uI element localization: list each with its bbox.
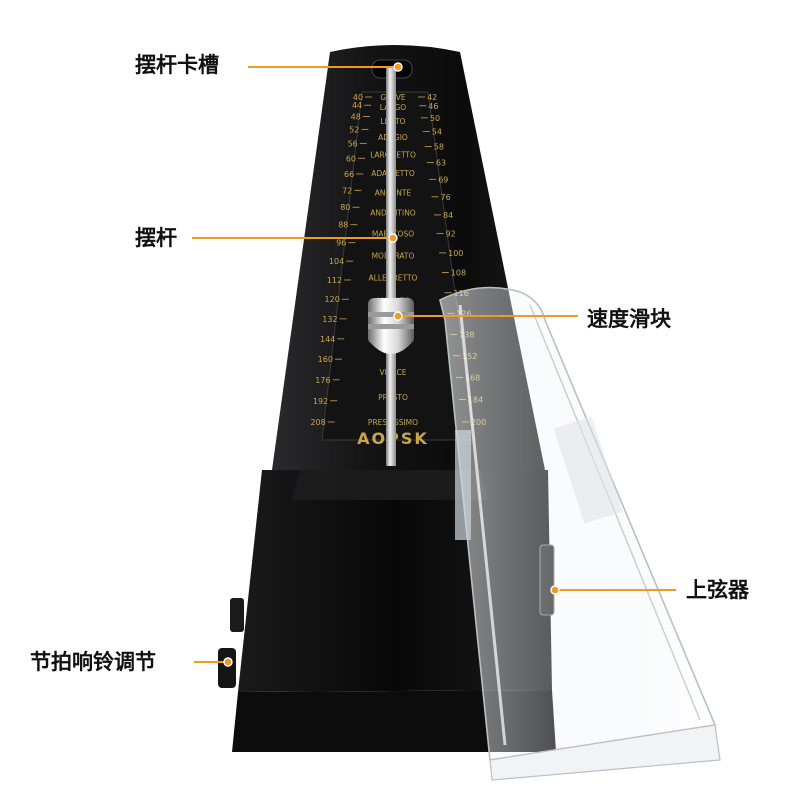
scale-left-number: 40 <box>353 93 363 102</box>
scale-left-number: 60 <box>346 154 356 163</box>
scale-left-number: 72 <box>342 186 352 195</box>
callout-bell-adjust: 节拍响铃调节 <box>30 650 156 674</box>
callout-winder: 上弦器 <box>686 578 749 602</box>
callout-lines <box>192 62 676 667</box>
bell-adjust-knob[interactable] <box>218 648 236 688</box>
scale-right-number: 92 <box>446 230 456 239</box>
scale-left-number: 208 <box>310 418 325 427</box>
scale-left-number: 48 <box>351 112 361 121</box>
transparent-cover <box>439 286 721 781</box>
scale-left-number: 104 <box>329 257 344 266</box>
scale-left-number: 52 <box>349 125 359 134</box>
scale-right-number: 46 <box>428 102 438 111</box>
callout-pendulum-slot: 摆杆卡槽 <box>135 53 219 77</box>
speed-slider[interactable] <box>368 298 414 354</box>
scale-right-number: 50 <box>430 114 440 123</box>
scale-left-number: 80 <box>340 203 350 212</box>
scale-left-number: 160 <box>318 355 333 364</box>
scale-left-number: 112 <box>327 276 342 285</box>
scale-right-number: 76 <box>441 193 451 202</box>
scale-right-number: 42 <box>427 93 437 102</box>
scale-left-number: 176 <box>315 376 330 385</box>
scale-left-number: 192 <box>313 397 328 406</box>
callout-speed-slider: 速度滑块 <box>587 307 671 331</box>
scale-right-number: 84 <box>443 211 453 220</box>
side-knob[interactable] <box>230 598 244 632</box>
scale-left-number: 66 <box>344 170 354 179</box>
scale-left-number: 132 <box>322 315 337 324</box>
scale-right-number: 108 <box>451 269 466 278</box>
scale-right-number: 100 <box>448 249 463 258</box>
scale-left-number: 96 <box>336 239 346 248</box>
scale-right-number: 58 <box>434 143 444 152</box>
pendulum-rod[interactable] <box>386 66 396 466</box>
callout-pendulum-rod: 摆杆 <box>135 226 177 250</box>
scale-right-number: 63 <box>436 159 446 168</box>
scale-right-number: 54 <box>432 128 442 137</box>
scale-left-number: 88 <box>338 221 348 230</box>
scale-left-number: 56 <box>348 139 358 148</box>
scale-left-number: 44 <box>352 101 362 110</box>
scale-right-number: 69 <box>438 175 448 184</box>
scale-left-number: 120 <box>325 295 340 304</box>
scale-left-number: 144 <box>320 335 335 344</box>
